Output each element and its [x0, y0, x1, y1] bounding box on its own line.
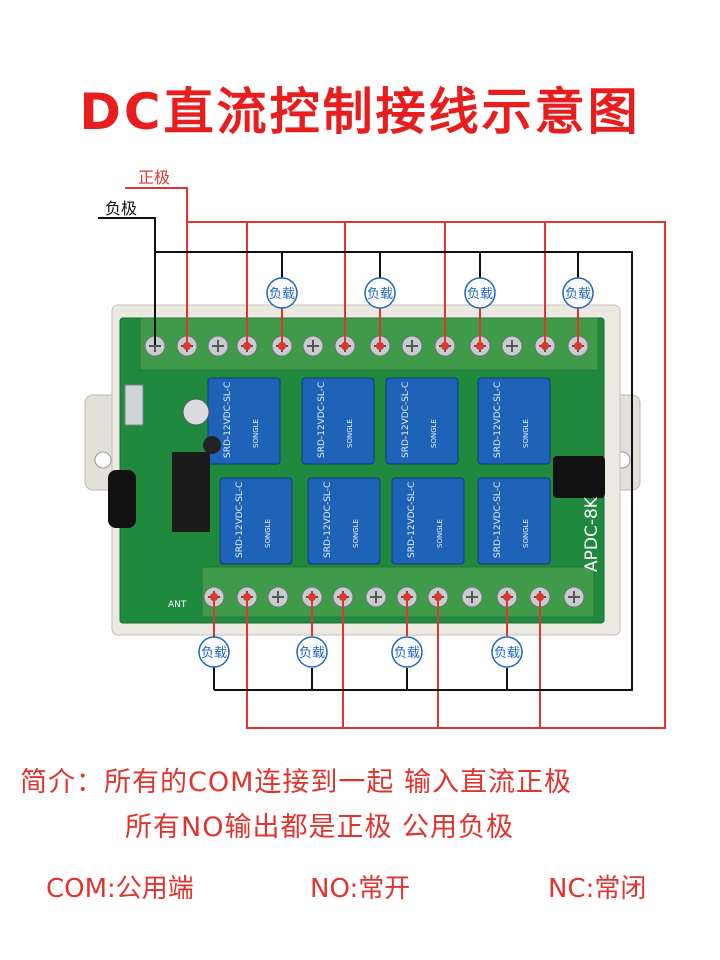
bottom-contact-dot [536, 593, 544, 601]
legend-com: COM:公用端 [46, 874, 194, 904]
load-badge: 负载 [296, 636, 328, 668]
svg-text:SONGLE: SONGLE [522, 419, 530, 448]
top-contact-dot [243, 342, 251, 350]
chip-ic [172, 452, 210, 532]
load-badge: 负载 [364, 277, 396, 309]
load-badge: 负载 [266, 277, 298, 309]
svg-text:负载: 负载 [494, 646, 520, 661]
svg-text:SRD-12VDC-SL-C: SRD-12VDC-SL-C [223, 382, 233, 458]
positive-label: 正极 [138, 168, 170, 187]
svg-text:SONGLE: SONGLE [436, 519, 444, 548]
svg-text:负载: 负载 [367, 287, 393, 302]
svg-text:SRD-12VDC-SL-C: SRD-12VDC-SL-C [317, 382, 327, 458]
bottom-contact-dot [434, 593, 442, 601]
relay: SRD-12VDC-SL-C SONGLE [385, 377, 459, 465]
svg-text:负载: 负载 [299, 646, 325, 661]
relay: SRD-12VDC-SL-C SONGLE [219, 477, 293, 565]
bottom-contact-dot [339, 593, 347, 601]
svg-text:负载: 负载 [467, 287, 493, 302]
note-line-2: 所有NO输出都是正极 公用负极 [125, 812, 515, 843]
top-terminal-screw [401, 335, 423, 357]
negative-black-bus [155, 251, 633, 691]
top-terminal-block [139, 317, 599, 371]
load-badges: 负载负载负载负载负载负载负载负载 [198, 277, 594, 668]
top-contact-dot [574, 342, 582, 350]
load-badge: 负载 [562, 277, 594, 309]
wire-layer [98, 187, 666, 729]
relay-group: SRD-12VDC-SL-C SONGLE SRD-12VDC-SL-C SONGLE… [207, 377, 551, 565]
svg-text:SONGLE: SONGLE [252, 419, 260, 448]
relay: SRD-12VDC-SL-C SONGLE [391, 477, 465, 565]
relay: SRD-12VDC-SL-C SONGLE [477, 377, 551, 465]
relay: SRD-12VDC-SL-C SONGLE [207, 377, 281, 465]
svg-text:SRD-12VDC-SL-C: SRD-12VDC-SL-C [323, 482, 333, 558]
svg-text:SRD-12VDC-SL-C: SRD-12VDC-SL-C [401, 382, 411, 458]
bottom-contact-dot [403, 593, 411, 601]
svg-text:SONGLE: SONGLE [430, 419, 438, 448]
note-line-1: 简介：所有的COM连接到一起 输入直流正极 [20, 767, 572, 798]
board-model-label: APDC-8K [582, 496, 602, 572]
relay: SRD-12VDC-SL-C SONGLE [307, 477, 381, 565]
load-badge: 负载 [464, 277, 496, 309]
top-contact-dot [278, 342, 286, 350]
top-contact-dot [341, 342, 349, 350]
load-badge: 负载 [198, 636, 230, 668]
dc-power-jack [553, 456, 605, 498]
bottom-contact-dot [243, 593, 251, 601]
capacitor-small [203, 436, 221, 454]
svg-text:SONGLE: SONGLE [522, 519, 530, 548]
antenna-stub [108, 470, 136, 528]
positive-lead [125, 187, 188, 345]
svg-text:SONGLE: SONGLE [352, 519, 360, 548]
svg-text:负载: 负载 [269, 287, 295, 302]
top-terminal-screw [501, 335, 523, 357]
negative-label: 负极 [105, 199, 137, 218]
svg-text:SONGLE: SONGLE [264, 519, 272, 548]
bottom-terminal-screw [267, 586, 289, 608]
svg-text:SONGLE: SONGLE [346, 419, 354, 448]
top-contact-dot [476, 342, 484, 350]
top-terminal-screw [302, 335, 324, 357]
bottom-contact-dot [503, 593, 511, 601]
bottom-terminal-block [201, 566, 595, 618]
legend-no: NO:常开 [310, 874, 411, 904]
legend-nc: NC:常闭 [548, 874, 647, 904]
bottom-terminal-screw [365, 586, 387, 608]
left-mount-hole [94, 451, 112, 469]
load-badge: 负载 [391, 636, 423, 668]
capacitor [182, 398, 210, 426]
svg-text:SRD-12VDC-SL-C: SRD-12VDC-SL-C [407, 482, 417, 558]
bottom-contact-dot [308, 593, 316, 601]
top-terminal-screw [207, 335, 229, 357]
com-red-bus [187, 221, 666, 729]
load-badge: 负载 [491, 636, 523, 668]
svg-text:SRD-12VDC-SL-C: SRD-12VDC-SL-C [235, 482, 245, 558]
ant-label: ANT [168, 600, 187, 610]
svg-text:负载: 负载 [565, 287, 591, 302]
bottom-terminal-screw [461, 586, 483, 608]
svg-text:负载: 负载 [201, 646, 227, 661]
top-contact-dot [376, 342, 384, 350]
top-contact-dot [541, 342, 549, 350]
bottom-terminal-screw [563, 586, 585, 608]
top-contact-dot [183, 342, 191, 350]
svg-text:SRD-12VDC-SL-C: SRD-12VDC-SL-C [493, 482, 503, 558]
top-contact-dot [441, 342, 449, 350]
negative-lead [98, 217, 156, 345]
relay: SRD-12VDC-SL-C SONGLE [301, 377, 375, 465]
crystal-component [124, 384, 144, 426]
relay: SRD-12VDC-SL-C SONGLE [477, 477, 551, 565]
svg-text:SRD-12VDC-SL-C: SRD-12VDC-SL-C [493, 382, 503, 458]
bottom-contact-dot [210, 593, 218, 601]
diagram-title: DC直流控制接线示意图 [79, 83, 641, 141]
svg-text:负载: 负载 [394, 646, 420, 661]
